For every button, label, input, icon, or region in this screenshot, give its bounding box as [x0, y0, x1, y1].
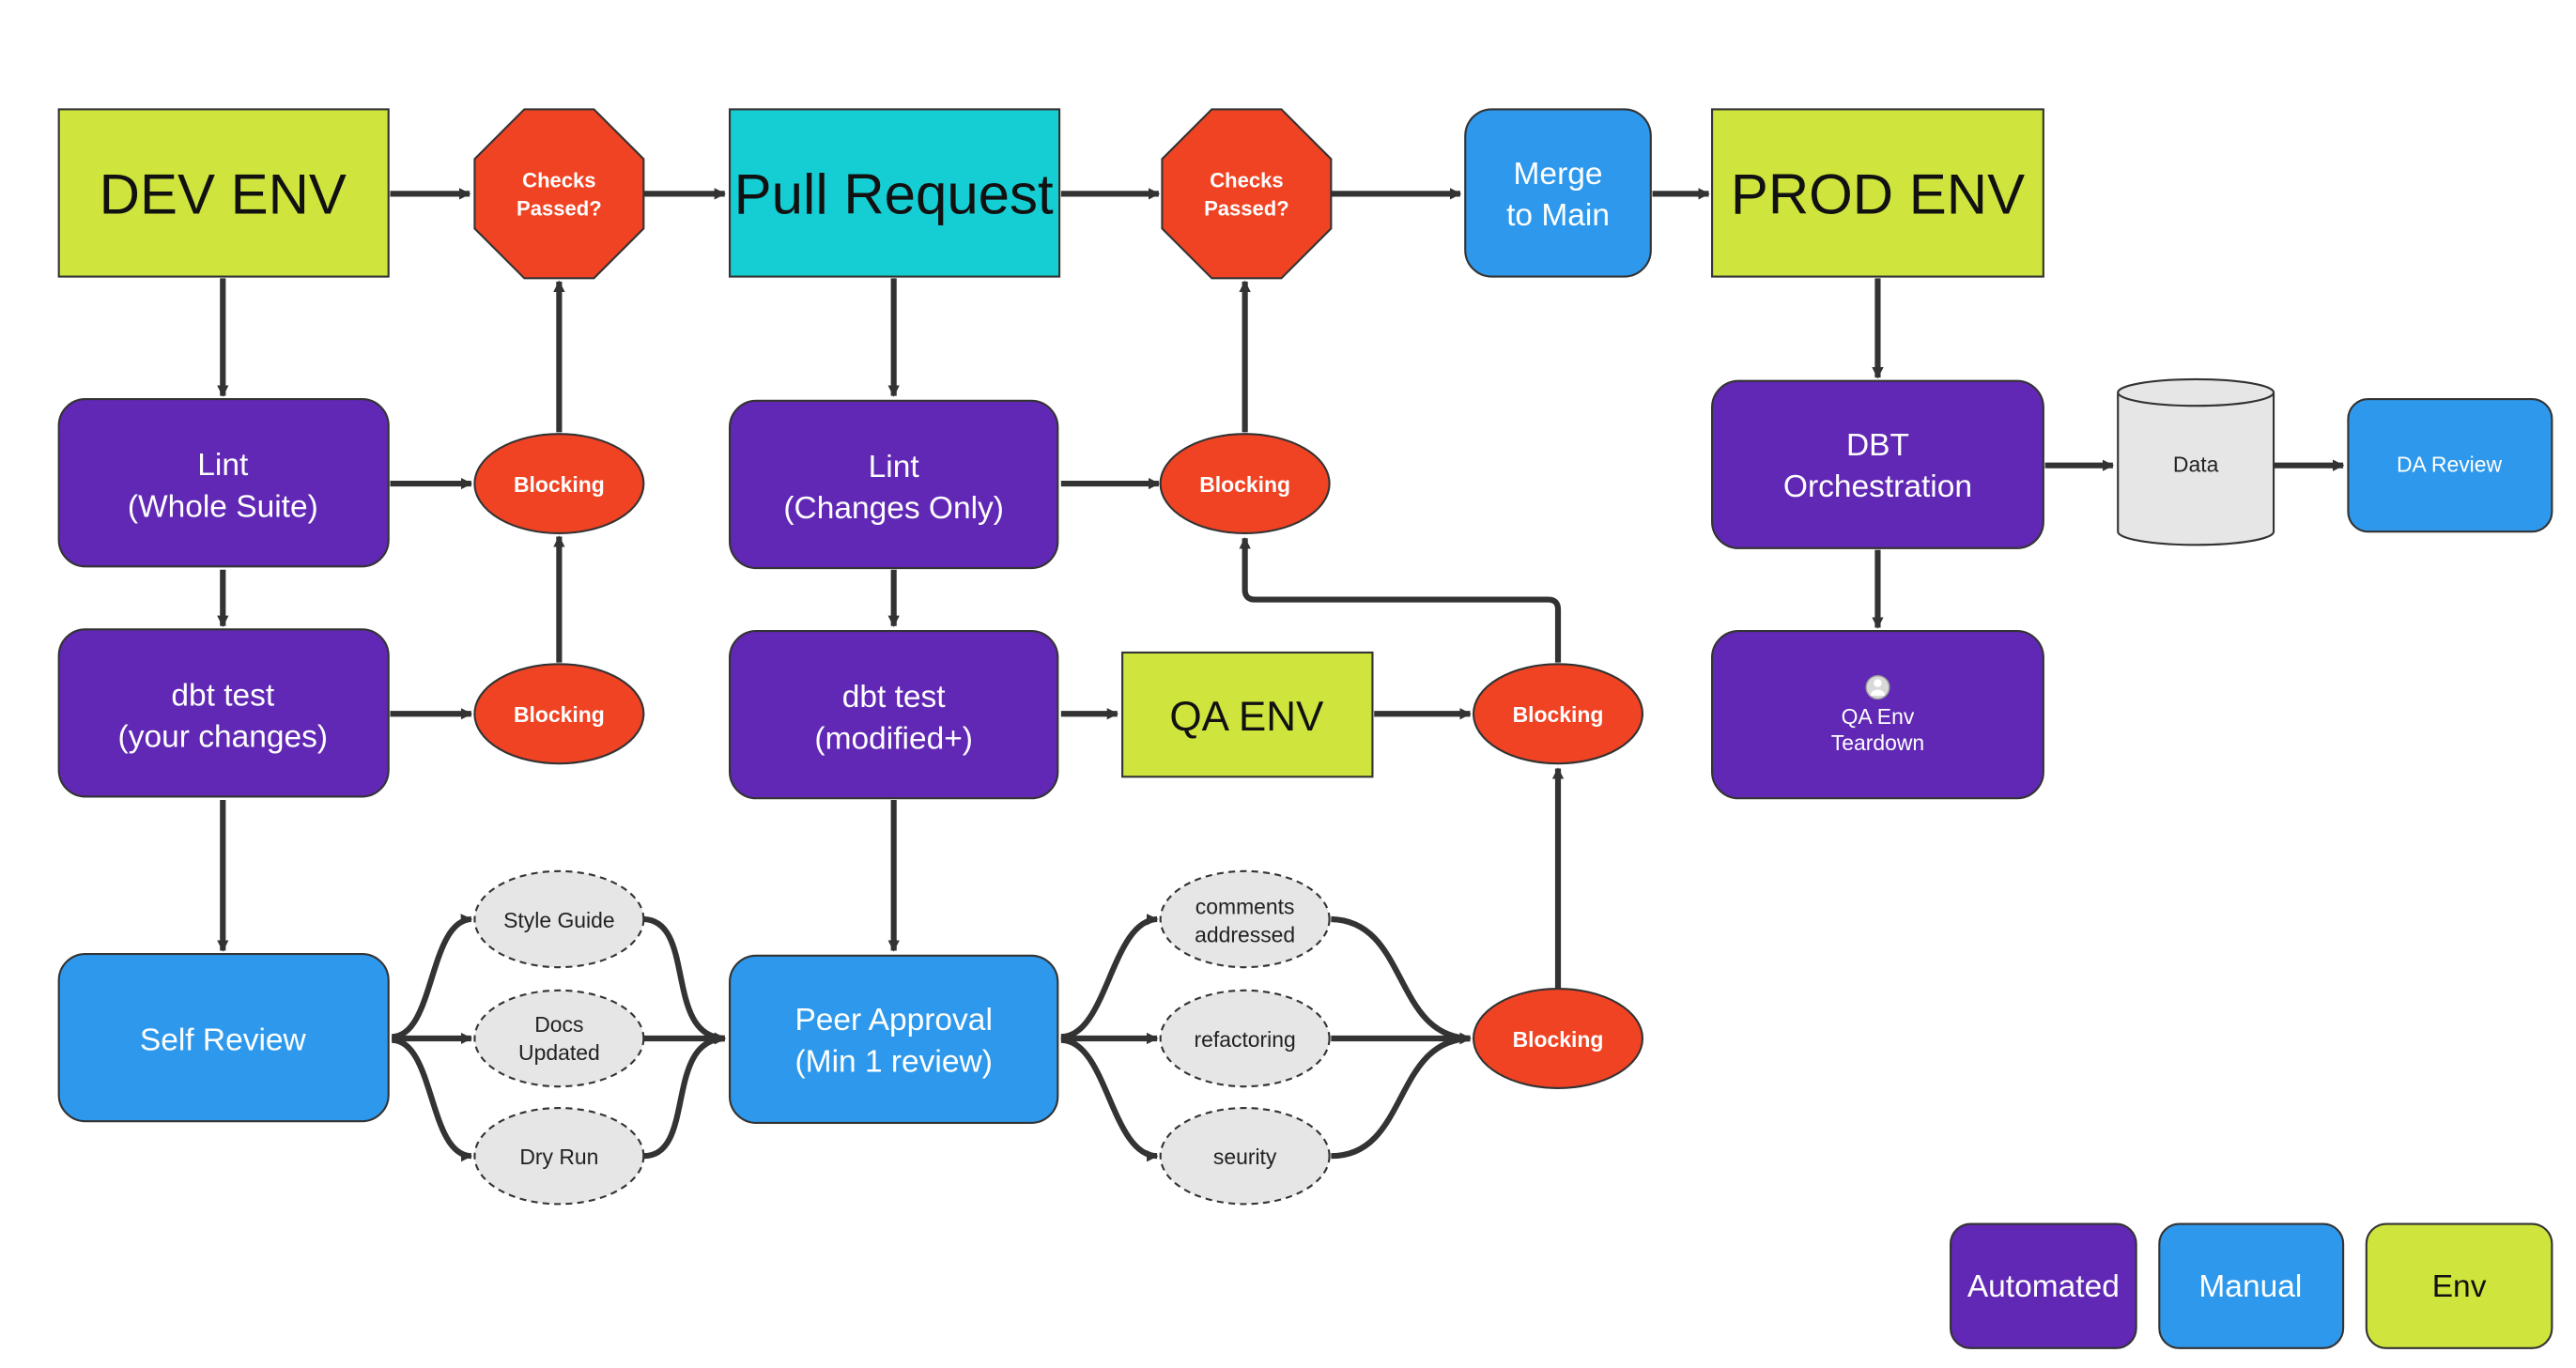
- dbt-test-modified-node: dbt test (modified+): [728, 629, 1059, 800]
- style-guide-node: Style Guide: [473, 869, 645, 969]
- blocking-node-1: Blocking: [473, 433, 645, 535]
- da-review-label: DA Review: [2397, 453, 2503, 477]
- style-guide-label: Style Guide: [503, 908, 615, 932]
- edge-self-to-dryrun: [391, 1037, 473, 1162]
- edge-blocking4-to-blocking3: [1239, 537, 1562, 663]
- self-review-label: Self Review: [140, 1022, 307, 1057]
- refactoring-node: refactoring: [1159, 989, 1331, 1088]
- merge-line-1: Merge: [1514, 157, 1603, 192]
- lint-whole-suite-node: Lint (Whole Suite): [57, 398, 390, 568]
- dbt-test-your-changes-node: dbt test (your changes): [57, 628, 390, 798]
- peer-approval-line-2: (Min 1 review): [795, 1044, 993, 1079]
- qa-env-label: QA ENV: [1169, 694, 1324, 740]
- legend-manual-label: Manual: [2198, 1269, 2302, 1304]
- peer-approval-line-1: Peer Approval: [794, 1003, 992, 1038]
- edge-styleguide-to-peer: [642, 915, 727, 1044]
- blocking-node-3: Blocking: [1159, 433, 1331, 535]
- docs-updated-line-1: Docs: [534, 1012, 583, 1037]
- blocking-node-2: Blocking: [473, 663, 645, 765]
- comments-line-1: comments: [1195, 895, 1295, 919]
- legend: Automated Manual Env: [1950, 1222, 2553, 1349]
- merge-line-2: to Main: [1506, 198, 1610, 233]
- dbt-test-line-1: dbt test: [842, 680, 947, 715]
- data-store-node: Data: [2117, 377, 2275, 546]
- legend-automated: Automated: [1950, 1222, 2137, 1349]
- lint-line-1: Lint: [869, 450, 920, 484]
- comments-line-2: addressed: [1195, 923, 1295, 947]
- lint-line-1: Lint: [197, 448, 249, 483]
- docs-updated-line-2: Updated: [518, 1040, 600, 1065]
- dev-env-node: DEV ENV: [57, 108, 390, 278]
- edge-dryrun-to-peer: [643, 1033, 727, 1160]
- data-label: Data: [2173, 453, 2219, 477]
- lint-line-2: (Whole Suite): [128, 489, 318, 524]
- dry-run-label: Dry Run: [519, 1145, 598, 1169]
- pull-request-label: Pull Request: [734, 163, 1054, 226]
- qa-teardown-node: QA Env Teardown: [1711, 629, 2044, 800]
- checks-passed-line-2: Passed?: [517, 196, 602, 220]
- blocking-node-5: Blocking: [1473, 988, 1644, 1089]
- dbt-test-line-2: (your changes): [118, 720, 328, 755]
- blocking-node-4: Blocking: [1473, 663, 1644, 765]
- edge-self-to-styleguide: [391, 914, 473, 1040]
- legend-automated-label: Automated: [1967, 1269, 2120, 1304]
- self-review-node: Self Review: [57, 952, 390, 1123]
- dev-env-label: DEV ENV: [100, 163, 347, 226]
- dbt-test-line-2: (modified+): [814, 721, 972, 756]
- blocking-label: Blocking: [514, 472, 605, 497]
- merge-to-main-node: Merge to Main: [1464, 108, 1652, 278]
- blocking-label: Blocking: [1199, 472, 1290, 497]
- dry-run-node: Dry Run: [473, 1107, 645, 1206]
- da-review-node: DA Review: [2347, 398, 2553, 533]
- avatar-icon: [1865, 674, 1890, 700]
- orchestration-line-1: DBT: [1846, 428, 1909, 463]
- pull-request-node: Pull Request: [728, 108, 1061, 278]
- blocking-label: Blocking: [1513, 1027, 1604, 1052]
- docs-updated-node: Docs Updated: [473, 989, 645, 1088]
- security-label: seurity: [1213, 1145, 1277, 1169]
- edges: [217, 188, 2345, 1162]
- dbt-test-line-1: dbt test: [171, 678, 275, 713]
- checks-passed-line-1: Checks: [522, 168, 595, 192]
- edge-security-to-blocking5: [1331, 1033, 1472, 1160]
- checks-passed-line-1: Checks: [1210, 168, 1283, 192]
- checks-passed-line-2: Passed?: [1204, 196, 1289, 220]
- dbt-orchestration-node: DBT Orchestration: [1711, 379, 2044, 549]
- edge-peer-to-comments: [1060, 914, 1159, 1040]
- teardown-line-2: Teardown: [1831, 730, 1924, 755]
- checks-passed-node-2: Checks Passed?: [1161, 108, 1333, 280]
- blocking-label: Blocking: [514, 702, 605, 727]
- blocking-label: Blocking: [1513, 702, 1604, 727]
- teardown-line-1: QA Env: [1842, 704, 1915, 729]
- nodes: DEV ENV Checks Passed? Pull Request Chec…: [57, 108, 2553, 1206]
- prod-env-node: PROD ENV: [1711, 108, 2044, 278]
- legend-manual: Manual: [2158, 1222, 2345, 1349]
- refactoring-label: refactoring: [1194, 1027, 1295, 1052]
- lint-changes-only-node: Lint (Changes Only): [728, 399, 1059, 570]
- prod-env-label: PROD ENV: [1731, 163, 2025, 226]
- edge-comments-to-blocking5: [1331, 915, 1472, 1044]
- security-node: seurity: [1159, 1107, 1331, 1206]
- lint-line-2: (Changes Only): [783, 491, 1004, 526]
- orchestration-line-2: Orchestration: [1783, 469, 1972, 504]
- legend-env-label: Env: [2432, 1269, 2487, 1304]
- checks-passed-node-1: Checks Passed?: [473, 108, 645, 280]
- peer-approval-node: Peer Approval (Min 1 review): [728, 954, 1059, 1124]
- edge-peer-to-security: [1060, 1037, 1159, 1162]
- legend-env: Env: [2365, 1222, 2553, 1349]
- comments-addressed-node: comments addressed: [1159, 869, 1331, 969]
- qa-env-node: QA ENV: [1121, 651, 1374, 778]
